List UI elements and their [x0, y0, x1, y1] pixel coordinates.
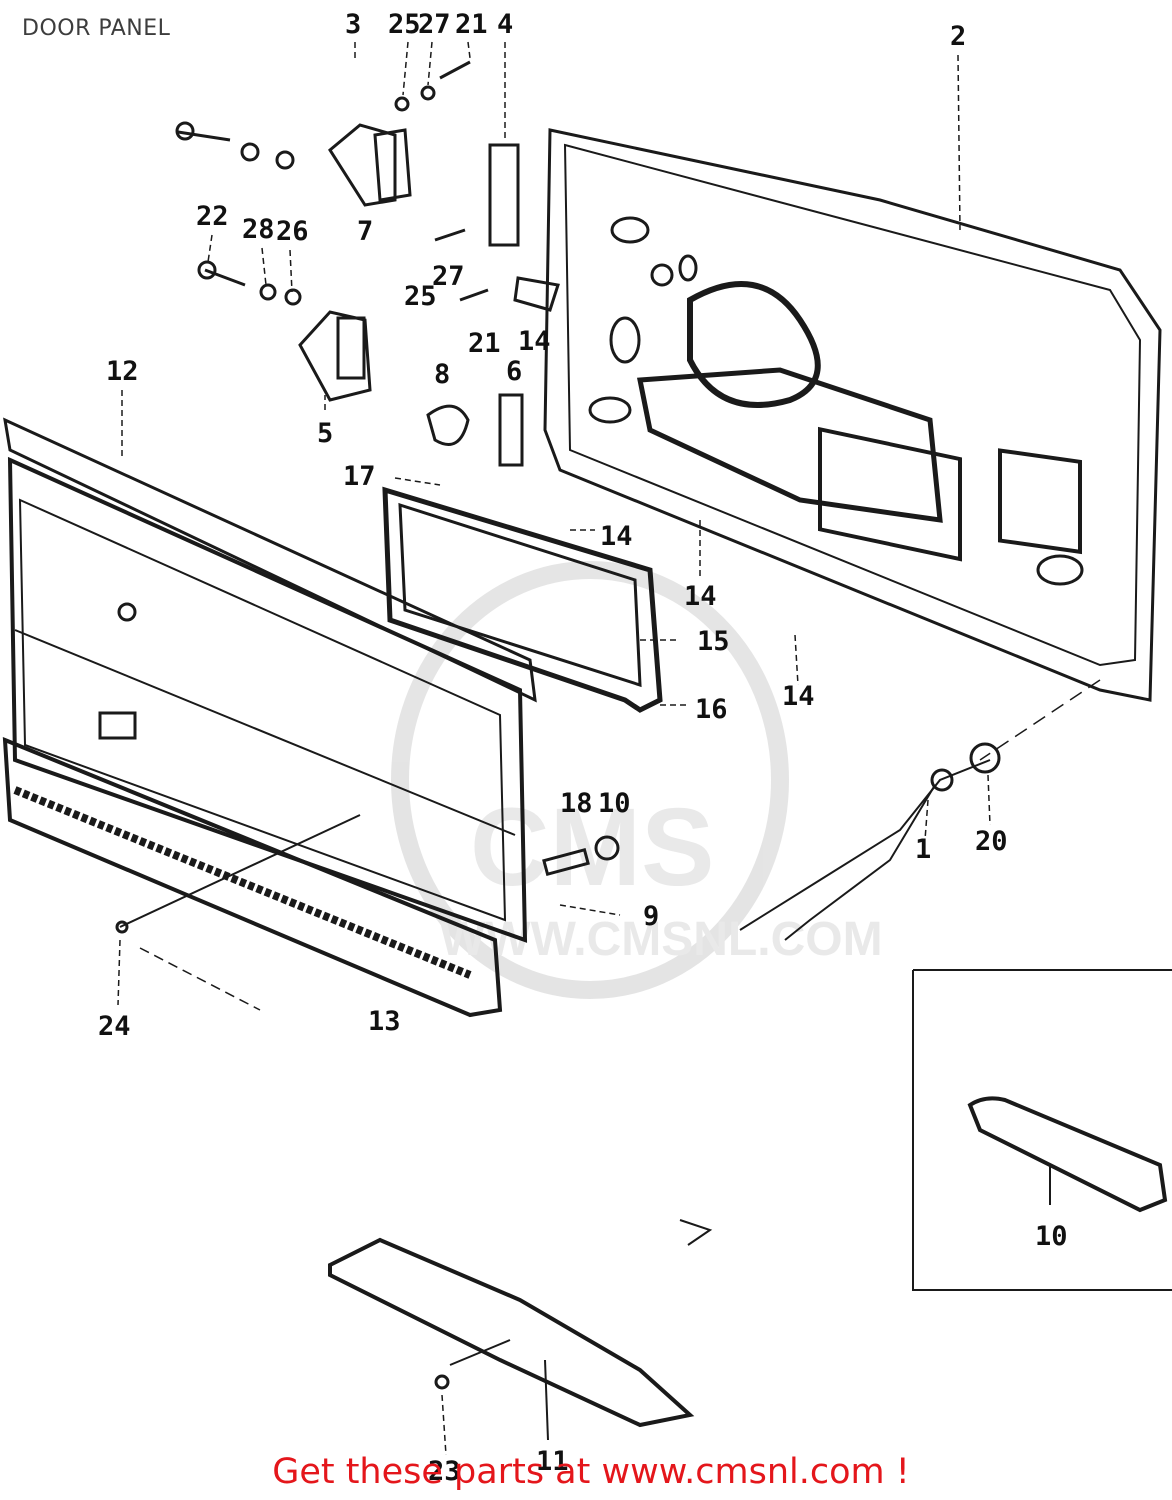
callout-8: 8: [434, 359, 450, 390]
callout-14a: 14: [518, 326, 551, 357]
page-title: DOOR PANEL: [22, 16, 171, 41]
callout-27b: 27: [432, 261, 465, 292]
callout-26: 26: [276, 216, 309, 247]
callout-4: 4: [497, 9, 513, 40]
callout-24: 24: [98, 1011, 131, 1042]
callout-22: 22: [196, 201, 229, 232]
callout-7: 7: [357, 216, 373, 247]
inset-box: [912, 969, 1172, 1291]
watermark-url: WWW.CMSNL.COM: [440, 913, 883, 966]
callout-9: 9: [643, 901, 659, 932]
callout-25b: 25: [404, 281, 437, 312]
watermark: CMS WWW.CMSNL.COM: [391, 561, 883, 999]
callout-1: 1: [915, 834, 931, 865]
door-trim-panel: [3, 417, 537, 943]
door-inner-panel: [543, 128, 1162, 702]
watermark-brand: CMS: [470, 786, 714, 909]
armrest-frame: [382, 486, 663, 713]
callout-27: 27: [418, 9, 451, 40]
callout-12: 12: [106, 356, 139, 387]
callout-17: 17: [343, 461, 376, 492]
latch-bracket-lower: [298, 310, 372, 402]
callout-21: 21: [455, 9, 488, 40]
callout-23: 23: [428, 1456, 461, 1487]
bolt-fasteners: [175, 60, 560, 467]
callout-14d: 14: [782, 681, 815, 712]
callout-3: 3: [345, 9, 361, 40]
callout-15: 15: [697, 626, 730, 657]
screw-24: [115, 814, 361, 1011]
callout-leaders: [117, 41, 991, 1456]
latch-bracket-upper: [328, 123, 412, 207]
callout-20: 20: [975, 826, 1008, 857]
callout-25: 25: [388, 9, 421, 40]
callout-2: 2: [950, 21, 966, 52]
callout-14c: 14: [684, 581, 717, 612]
callout-14b: 14: [600, 521, 633, 552]
cmsnl-parts-link[interactable]: Get these parts at www.cmsnl.com !: [272, 1452, 910, 1492]
door-cable: [739, 742, 1001, 941]
callout-16: 16: [695, 694, 728, 725]
callout-18: 18: [560, 788, 593, 819]
callout-28: 28: [242, 214, 275, 245]
inner-handle: [328, 1219, 713, 1441]
screws: [542, 835, 620, 877]
callout-11: 11: [536, 1446, 569, 1477]
callout-21b: 21: [468, 328, 501, 359]
callout-6: 6: [506, 356, 522, 387]
callout-numbers: 3 25 27 21 4 2 22 28 26 7 25 27 21 14 8 …: [98, 9, 1068, 1487]
callout-13: 13: [368, 1006, 401, 1037]
callout-10a: 10: [598, 788, 631, 819]
callout-5: 5: [317, 418, 333, 449]
kick-strip: [2, 736, 503, 1018]
callout-10b: 10: [1035, 1221, 1068, 1252]
